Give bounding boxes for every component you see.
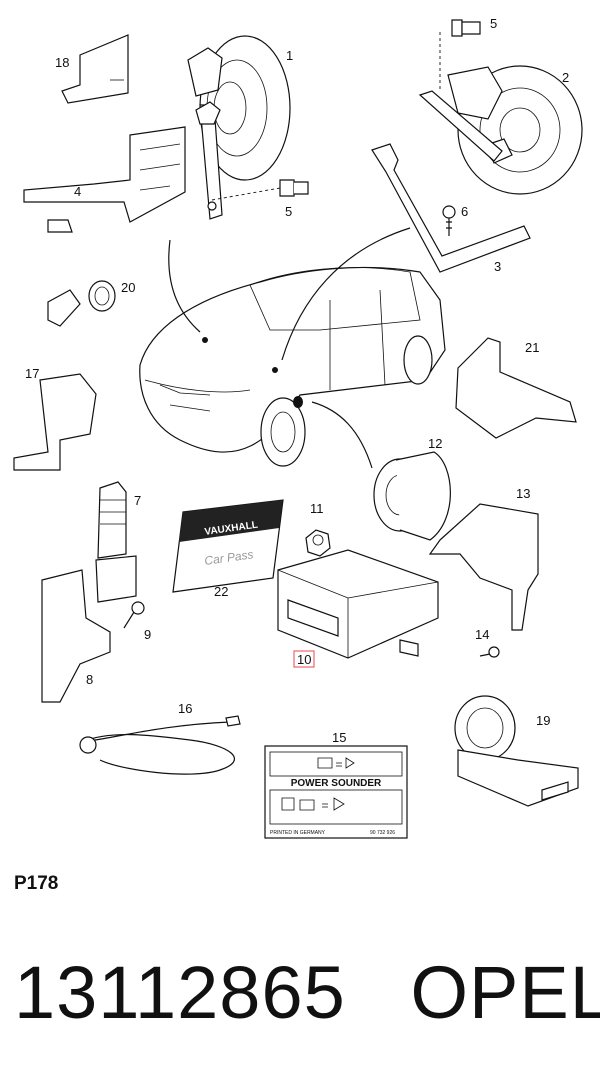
- power-sounder-title: POWER SOUNDER: [291, 778, 382, 789]
- callout-5-left: 5: [285, 204, 292, 219]
- power-sounder-label: POWER SOUNDER PRINTED IN GERMANY 90 732 …: [264, 745, 408, 839]
- callout-8: 8: [86, 672, 93, 687]
- callout-3: 3: [494, 259, 501, 274]
- lock-switch-19: [454, 695, 579, 807]
- cable-16: [79, 715, 241, 775]
- bracket-18: [61, 34, 129, 104]
- grommet-20: [47, 280, 116, 327]
- label-footer-right: 90 732 926: [370, 830, 395, 836]
- horn-2-illustration: [418, 65, 583, 195]
- callout-11: 11: [310, 501, 324, 516]
- callout-15: 15: [332, 730, 346, 745]
- callout-16: 16: [178, 701, 192, 716]
- callout-2: 2: [562, 70, 569, 85]
- brand-text: OPEL: [410, 951, 600, 1034]
- callout-10: 10: [297, 652, 311, 667]
- car-pass-text: Car Pass: [203, 547, 254, 568]
- sounder-12: [373, 451, 451, 541]
- callout-1: 1: [286, 48, 293, 63]
- screw-14: [479, 646, 500, 658]
- footer-part-number: 13112865 OPEL: [14, 950, 600, 1035]
- control-module-10: [277, 549, 439, 659]
- bracket-17: [13, 373, 97, 471]
- callout-10-highlight: [293, 650, 315, 668]
- bracket-13: [428, 503, 539, 631]
- screw-6: [442, 205, 456, 236]
- label-footer-left: PRINTED IN GERMANY: [270, 830, 326, 836]
- bracket-4: [23, 126, 186, 233]
- callout-19: 19: [536, 713, 550, 728]
- callout-21: 21: [525, 340, 539, 355]
- callout-9: 9: [144, 627, 151, 642]
- callout-22: 22: [214, 584, 228, 599]
- bracket-21: [455, 337, 577, 439]
- callout-12: 12: [428, 436, 442, 451]
- switch-7: [95, 481, 137, 603]
- screw-9: [123, 601, 145, 629]
- bracket-8: [41, 569, 111, 703]
- part-number-text: 13112865: [14, 951, 346, 1034]
- parts-diagram: VAUXHALL Car Pass POWER: [13, 16, 583, 839]
- callout-17: 17: [25, 366, 39, 381]
- bracket-3: [371, 143, 531, 273]
- car-illustration: [139, 227, 446, 469]
- bolt-5-top: [439, 19, 481, 90]
- bolt-5-left: [211, 179, 309, 201]
- callout-7: 7: [134, 493, 141, 508]
- callout-13: 13: [516, 486, 530, 501]
- callout-6: 6: [461, 204, 468, 219]
- callout-18: 18: [55, 55, 69, 70]
- page-code: P178: [14, 873, 59, 894]
- callout-4: 4: [74, 184, 81, 199]
- callout-5-top: 5: [490, 16, 497, 31]
- nut-11: [305, 529, 331, 557]
- car-pass-card: VAUXHALL Car Pass: [172, 499, 284, 593]
- callout-20: 20: [121, 280, 135, 295]
- callout-14: 14: [475, 627, 489, 642]
- horn-1-illustration: [187, 35, 291, 220]
